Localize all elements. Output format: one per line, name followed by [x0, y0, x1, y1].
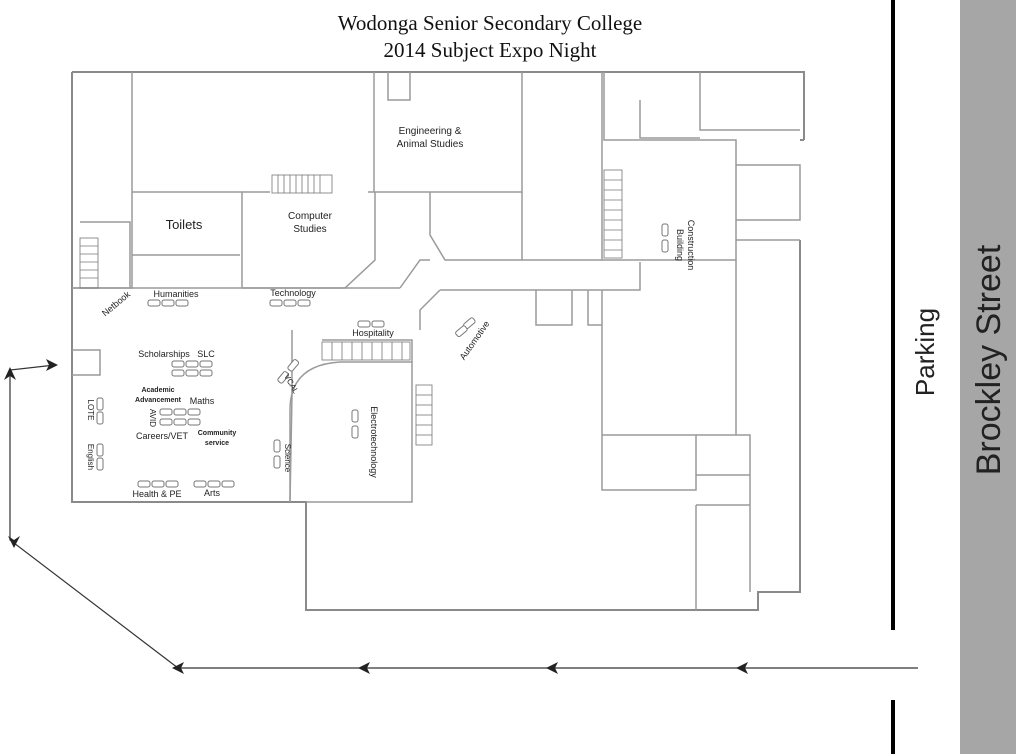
- room-scholarships: Scholarships: [138, 349, 190, 359]
- parking-label: Parking: [910, 308, 940, 396]
- table: [185, 369, 199, 377]
- room-toilets: Toilets: [166, 217, 203, 232]
- room-academic-line1: Academic: [141, 387, 174, 394]
- route-arrow-icon: [4, 367, 16, 380]
- room-lote: LOTE: [86, 400, 95, 421]
- route-arrowheads: [4, 359, 748, 674]
- room-engineering-line2: Animal Studies: [397, 139, 464, 150]
- walking-route: [9, 364, 918, 669]
- route-arrow-icon: [46, 359, 58, 371]
- room-community-line1: Community: [198, 430, 237, 437]
- table: [173, 418, 187, 426]
- map-title-line2: 2014 Subject Expo Night: [384, 38, 597, 62]
- map-title-line1: Wodonga Senior Secondary College: [338, 11, 643, 35]
- room-health: Health & PE: [132, 489, 181, 499]
- table: [96, 397, 104, 411]
- room-maths: Maths: [190, 396, 215, 406]
- table: [455, 325, 468, 338]
- table: [187, 408, 201, 416]
- table: [283, 299, 297, 307]
- exhibit-tables: [96, 223, 669, 488]
- room-engineering-line1: Engineering &: [399, 126, 462, 137]
- room-humanities: Humanities: [153, 289, 199, 299]
- route-arrow-icon: [8, 536, 20, 548]
- table: [287, 359, 300, 372]
- room-automotive: Automotive: [458, 319, 492, 362]
- table: [96, 457, 104, 471]
- table: [173, 408, 187, 416]
- table: [273, 455, 281, 469]
- table: [221, 480, 235, 488]
- room-hospitality: Hospitality: [352, 328, 394, 338]
- table: [199, 360, 213, 368]
- table: [159, 408, 173, 416]
- table: [273, 439, 281, 453]
- route-arrow-icon: [172, 662, 184, 674]
- table: [175, 299, 189, 307]
- room-netbook: Netbook: [100, 289, 132, 319]
- route-arrow-icon: [546, 662, 558, 674]
- table: [193, 480, 207, 488]
- table: [96, 411, 104, 425]
- table: [351, 409, 359, 423]
- room-academic-line2: Advancement: [135, 397, 182, 404]
- room-arts: Arts: [204, 488, 221, 498]
- table: [161, 299, 175, 307]
- room-science: Science: [283, 444, 292, 473]
- room-building-line2: Construction: [686, 220, 696, 271]
- route-arrow-icon: [736, 662, 748, 674]
- table: [199, 369, 213, 377]
- table: [151, 480, 165, 488]
- table: [147, 299, 161, 307]
- room-computer-line2: Studies: [293, 224, 326, 235]
- table: [297, 299, 311, 307]
- table: [159, 418, 173, 426]
- room-careers: Careers/VET: [136, 431, 189, 441]
- room-labels: Engineering & Animal Studies Toilets Com…: [86, 126, 696, 499]
- table: [96, 443, 104, 457]
- building-floorplan: [71, 71, 805, 611]
- table: [171, 360, 185, 368]
- table: [171, 369, 185, 377]
- room-english: English: [86, 444, 95, 470]
- table: [187, 418, 201, 426]
- table: [357, 320, 371, 328]
- table: [661, 223, 669, 237]
- stairs: [79, 169, 623, 446]
- room-vcal: VCAL: [282, 372, 301, 395]
- room-avid: AVID: [148, 409, 157, 427]
- room-technology: Technology: [270, 288, 316, 298]
- room-slc: SLC: [197, 349, 215, 359]
- table: [661, 239, 669, 253]
- route-arrow-icon: [358, 662, 370, 674]
- brockley-street: [960, 0, 1016, 754]
- room-building-line1: Building: [675, 229, 685, 261]
- table: [351, 425, 359, 439]
- table: [185, 360, 199, 368]
- table: [207, 480, 221, 488]
- table: [165, 480, 179, 488]
- room-community-line2: service: [205, 440, 229, 447]
- table: [137, 480, 151, 488]
- table: [371, 320, 385, 328]
- street-label: Brockley Street: [970, 244, 1008, 475]
- room-electrotechnology: Electrotechnology: [369, 406, 379, 478]
- table: [269, 299, 283, 307]
- room-computer-line1: Computer: [288, 211, 333, 222]
- table: [277, 371, 290, 384]
